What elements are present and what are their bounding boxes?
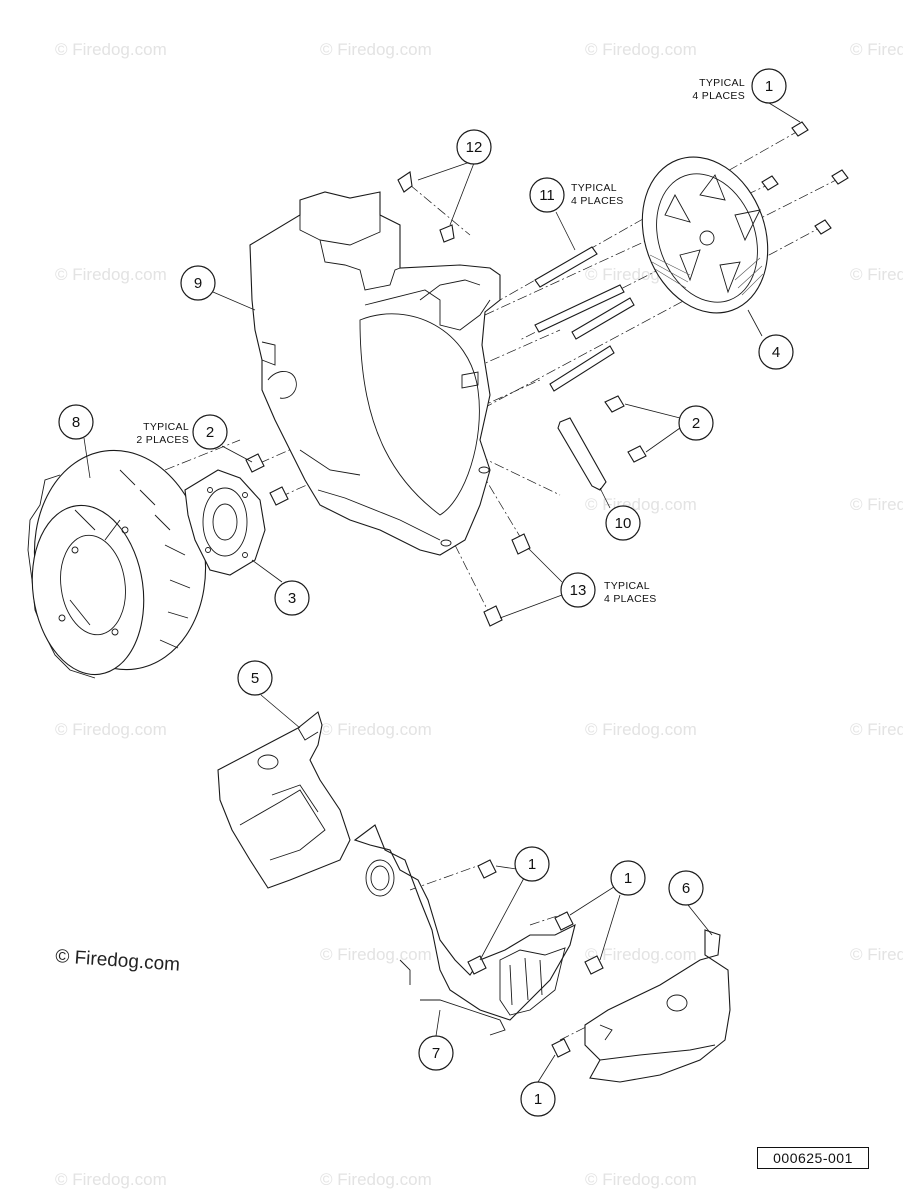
- watermark-text: © Firedog.com: [55, 1170, 167, 1189]
- bolt-part-1-top: [761, 121, 849, 235]
- callout-note-line: TYPICAL: [604, 580, 650, 592]
- callout-number: 2: [692, 415, 700, 432]
- callout-9: 9: [180, 265, 216, 301]
- flywheel-part-8: [27, 449, 207, 679]
- callout-8: 8: [58, 404, 94, 440]
- watermark-text: © Firedog.com: [320, 720, 432, 739]
- callout-note-line: 4 PLACES: [692, 90, 745, 102]
- bracket-part-10: [557, 395, 647, 491]
- callout-note-line: 4 PLACES: [571, 195, 624, 207]
- watermark-text: © Firedog.com: [850, 495, 903, 514]
- callout-2-left: 2 TYPICAL 2 PLACES: [136, 414, 228, 450]
- watermark-text: © Firedog.com: [585, 40, 697, 59]
- callout-number: 10: [615, 515, 632, 532]
- blower-housing-part-9: [249, 191, 501, 556]
- watermark-text: © Firedog.com: [55, 265, 167, 284]
- callout-5: 5: [237, 660, 273, 696]
- bolt-part-1-lower: [467, 859, 604, 1058]
- upper-shield-part-5: [217, 711, 351, 889]
- callout-3: 3: [274, 580, 310, 616]
- watermark-dark-text: © Firedog.com: [55, 946, 181, 976]
- callout-number: 2: [206, 424, 214, 441]
- document-number-box: 000625-001: [757, 1147, 869, 1169]
- callout-number: 4: [772, 344, 780, 361]
- watermark-text: © Firedog.com: [850, 720, 903, 739]
- rotating-screen-part-4: [641, 156, 769, 314]
- callout-2-right: 2: [678, 405, 714, 441]
- callout-1-mid: 1: [514, 846, 550, 882]
- watermark-text: © Firedog.com: [585, 495, 697, 514]
- callout-number: 13: [570, 582, 587, 599]
- document-number: 000625-001: [773, 1150, 853, 1166]
- callout-note-line: TYPICAL: [143, 421, 189, 433]
- watermark-text: © Firedog.com: [850, 945, 903, 964]
- watermark-text: © Firedog.com: [55, 720, 167, 739]
- lower-shroud-part-7: [353, 824, 576, 1036]
- watermark-text: © Firedog.com: [850, 265, 903, 284]
- watermark-text: © Firedog.com: [585, 1170, 697, 1189]
- callout-1-top: 1 TYPICAL 4 PLACES: [692, 68, 787, 104]
- callout-10: 10: [605, 505, 641, 541]
- callout-number: 1: [765, 78, 773, 95]
- callout-1-right: 1: [610, 860, 646, 896]
- callout-number: 12: [466, 139, 483, 156]
- watermark-text: © Firedog.com: [55, 40, 167, 59]
- callout-note-line: 2 PLACES: [136, 434, 189, 446]
- callout-number: 6: [682, 880, 690, 897]
- bolt-part-2-left: [245, 453, 289, 506]
- callout-number: 9: [194, 275, 202, 292]
- callout-number: 1: [534, 1091, 542, 1108]
- bolt-part-13: [483, 533, 531, 627]
- callout-13: 13 TYPICAL 4 PLACES: [560, 572, 657, 608]
- callout-6: 6: [668, 870, 704, 906]
- watermark-text: © Firedog.com: [585, 945, 697, 964]
- callout-number: 11: [539, 187, 555, 204]
- watermark-text: © Firedog.com: [320, 40, 432, 59]
- callout-number: 8: [72, 414, 80, 431]
- standoff-part-11: [534, 246, 635, 392]
- callout-number: 7: [432, 1045, 440, 1062]
- callout-4: 4: [758, 334, 794, 370]
- callout-number: 1: [624, 870, 632, 887]
- callout-note-line: TYPICAL: [699, 77, 745, 89]
- callout-note-line: TYPICAL: [571, 182, 617, 194]
- watermark-text: © Firedog.com: [585, 720, 697, 739]
- callout-number: 5: [251, 670, 259, 687]
- callout-number: 1: [528, 856, 536, 873]
- callout-12: 12: [456, 129, 492, 165]
- side-cover-part-6: [584, 929, 731, 1083]
- clip-part-12: [397, 171, 455, 243]
- callout-number: 3: [288, 590, 296, 607]
- watermark-text: © Firedog.com: [320, 945, 432, 964]
- callout-7: 7: [418, 1035, 454, 1071]
- callout-11: 11 TYPICAL 4 PLACES: [529, 177, 624, 213]
- hub-adapter-part-3: [184, 469, 266, 576]
- watermark-text: © Firedog.com: [850, 40, 903, 59]
- callout-note-line: 4 PLACES: [604, 593, 657, 605]
- callout-1-bottom: 1: [520, 1081, 556, 1117]
- watermark-text: © Firedog.com: [320, 1170, 432, 1189]
